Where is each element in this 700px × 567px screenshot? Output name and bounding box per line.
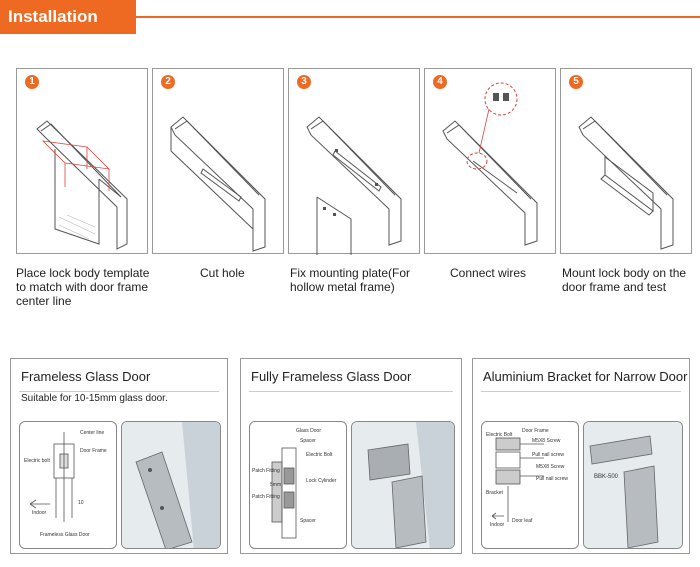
box-divider (19, 391, 219, 392)
step-3-illustration (306, 116, 402, 255)
step-5-caption: Mount lock body on the door frame and te… (562, 266, 686, 294)
glass-door-label: Glass Door (296, 428, 321, 434)
spacer-top-label: Spacer (300, 438, 316, 444)
door-frame-label: Door Frame (522, 428, 549, 434)
step-4-caption: Connect wires (450, 266, 526, 280)
box-divider (249, 391, 453, 392)
fully-frameless-photo (351, 421, 455, 549)
caption-line: hollow metal frame) (290, 280, 395, 294)
box-title: Frameless Glass Door (21, 369, 151, 384)
wire-location-circle (466, 152, 488, 170)
step-5-illustration (578, 116, 674, 250)
dimension-label: 5mm (270, 482, 281, 488)
bracket-label: Bracket (486, 490, 504, 496)
frameless-glass-door-box: Frameless Glass Door Suitable for 10-15m… (10, 358, 228, 554)
caption-line: to match with door frame (16, 280, 149, 294)
caption-line: Place lock body template (16, 266, 150, 280)
step-4-panel: 4 (424, 68, 556, 254)
caption-line: Fix mounting plate(For (290, 266, 411, 280)
step-2-panel: 2 (152, 68, 284, 254)
pull-nail-label: Pull nail screw (536, 476, 568, 482)
door-leaf-label: Door leaf (512, 518, 533, 524)
header-divider (136, 16, 700, 18)
fully-frameless-glass-door-box: Fully Frameless Glass Door Glass Door Sp… (240, 358, 462, 554)
indoor-label: Indoor (490, 522, 505, 528)
section-header: Installation (0, 0, 700, 34)
caption-line: center line (16, 294, 72, 308)
box-divider (481, 391, 681, 392)
model-label: BBK-500 (594, 474, 619, 480)
spacer-bottom-label: Spacer (300, 518, 316, 524)
step-1-illustration (36, 120, 128, 250)
step-2-caption: Cut hole (200, 266, 245, 280)
door-frame-label: Door Frame (80, 448, 107, 454)
caption-line: Cut hole (200, 266, 245, 280)
patch-fitting-label: Patch Fitting (252, 494, 280, 500)
step-3-caption: Fix mounting plate(For hollow metal fram… (290, 266, 410, 294)
step-number: 2 (161, 75, 175, 89)
m5x8-screw-label: M5X8 Screw (532, 438, 561, 444)
frameless-photo (121, 421, 221, 549)
caption-line: Connect wires (450, 266, 527, 280)
step-number: 5 (569, 75, 583, 89)
step-4-illustration (442, 82, 538, 246)
frameless-diagram: Center line Door Frame Electric bolt Ind… (19, 421, 117, 549)
step-number: 4 (433, 75, 447, 89)
box-title: Aluminium Bracket for Narrow Door (483, 369, 688, 384)
wire-detail-circle (484, 82, 518, 116)
aluminium-bracket-box: Aluminium Bracket for Narrow Door Door F… (472, 358, 690, 554)
electric-bolt-label: Electric Bolt (306, 452, 333, 458)
step-1-caption: Place lock body template to match with d… (16, 266, 149, 308)
box-title: Fully Frameless Glass Door (251, 369, 412, 384)
section-title: Installation (0, 0, 136, 34)
fully-frameless-diagram: Glass Door Spacer Electric Bolt Patch Fi… (249, 421, 347, 549)
step-number: 3 (297, 75, 311, 89)
aluminium-bracket-diagram: Door Frame Electric Bolt M5X8 Screw Pull… (481, 421, 579, 549)
step-5-panel: 5 (560, 68, 692, 254)
box-subtitle: Suitable for 10-15mm glass door. (21, 393, 168, 404)
caption-line: Mount lock body on the (562, 266, 687, 280)
caption-line: door frame and test (562, 280, 667, 294)
electric-bolt-label: Electric Bolt (486, 432, 513, 438)
dimension-label: 10 (78, 500, 84, 506)
electric-bolt-label: Electric bolt (24, 458, 50, 464)
patch-fitting-label: Patch Fitting (252, 468, 280, 474)
lock-cylinder-label: Lock Cylinder (306, 478, 337, 484)
step-2-illustration (170, 116, 266, 252)
aluminium-bracket-photo: BBK-500 (583, 421, 683, 549)
pull-nail-label: Pull nail screw (532, 452, 564, 458)
step-number: 1 (25, 75, 39, 89)
indoor-label: Indoor (32, 510, 47, 516)
m5x8-screw-label: M5X8 Screw (536, 464, 565, 470)
center-line-label: Center line (80, 430, 104, 436)
step-1-panel: 1 (16, 68, 148, 254)
step-3-panel: 3 (288, 68, 420, 255)
frameless-label: Frameless Glass Door (40, 532, 90, 538)
